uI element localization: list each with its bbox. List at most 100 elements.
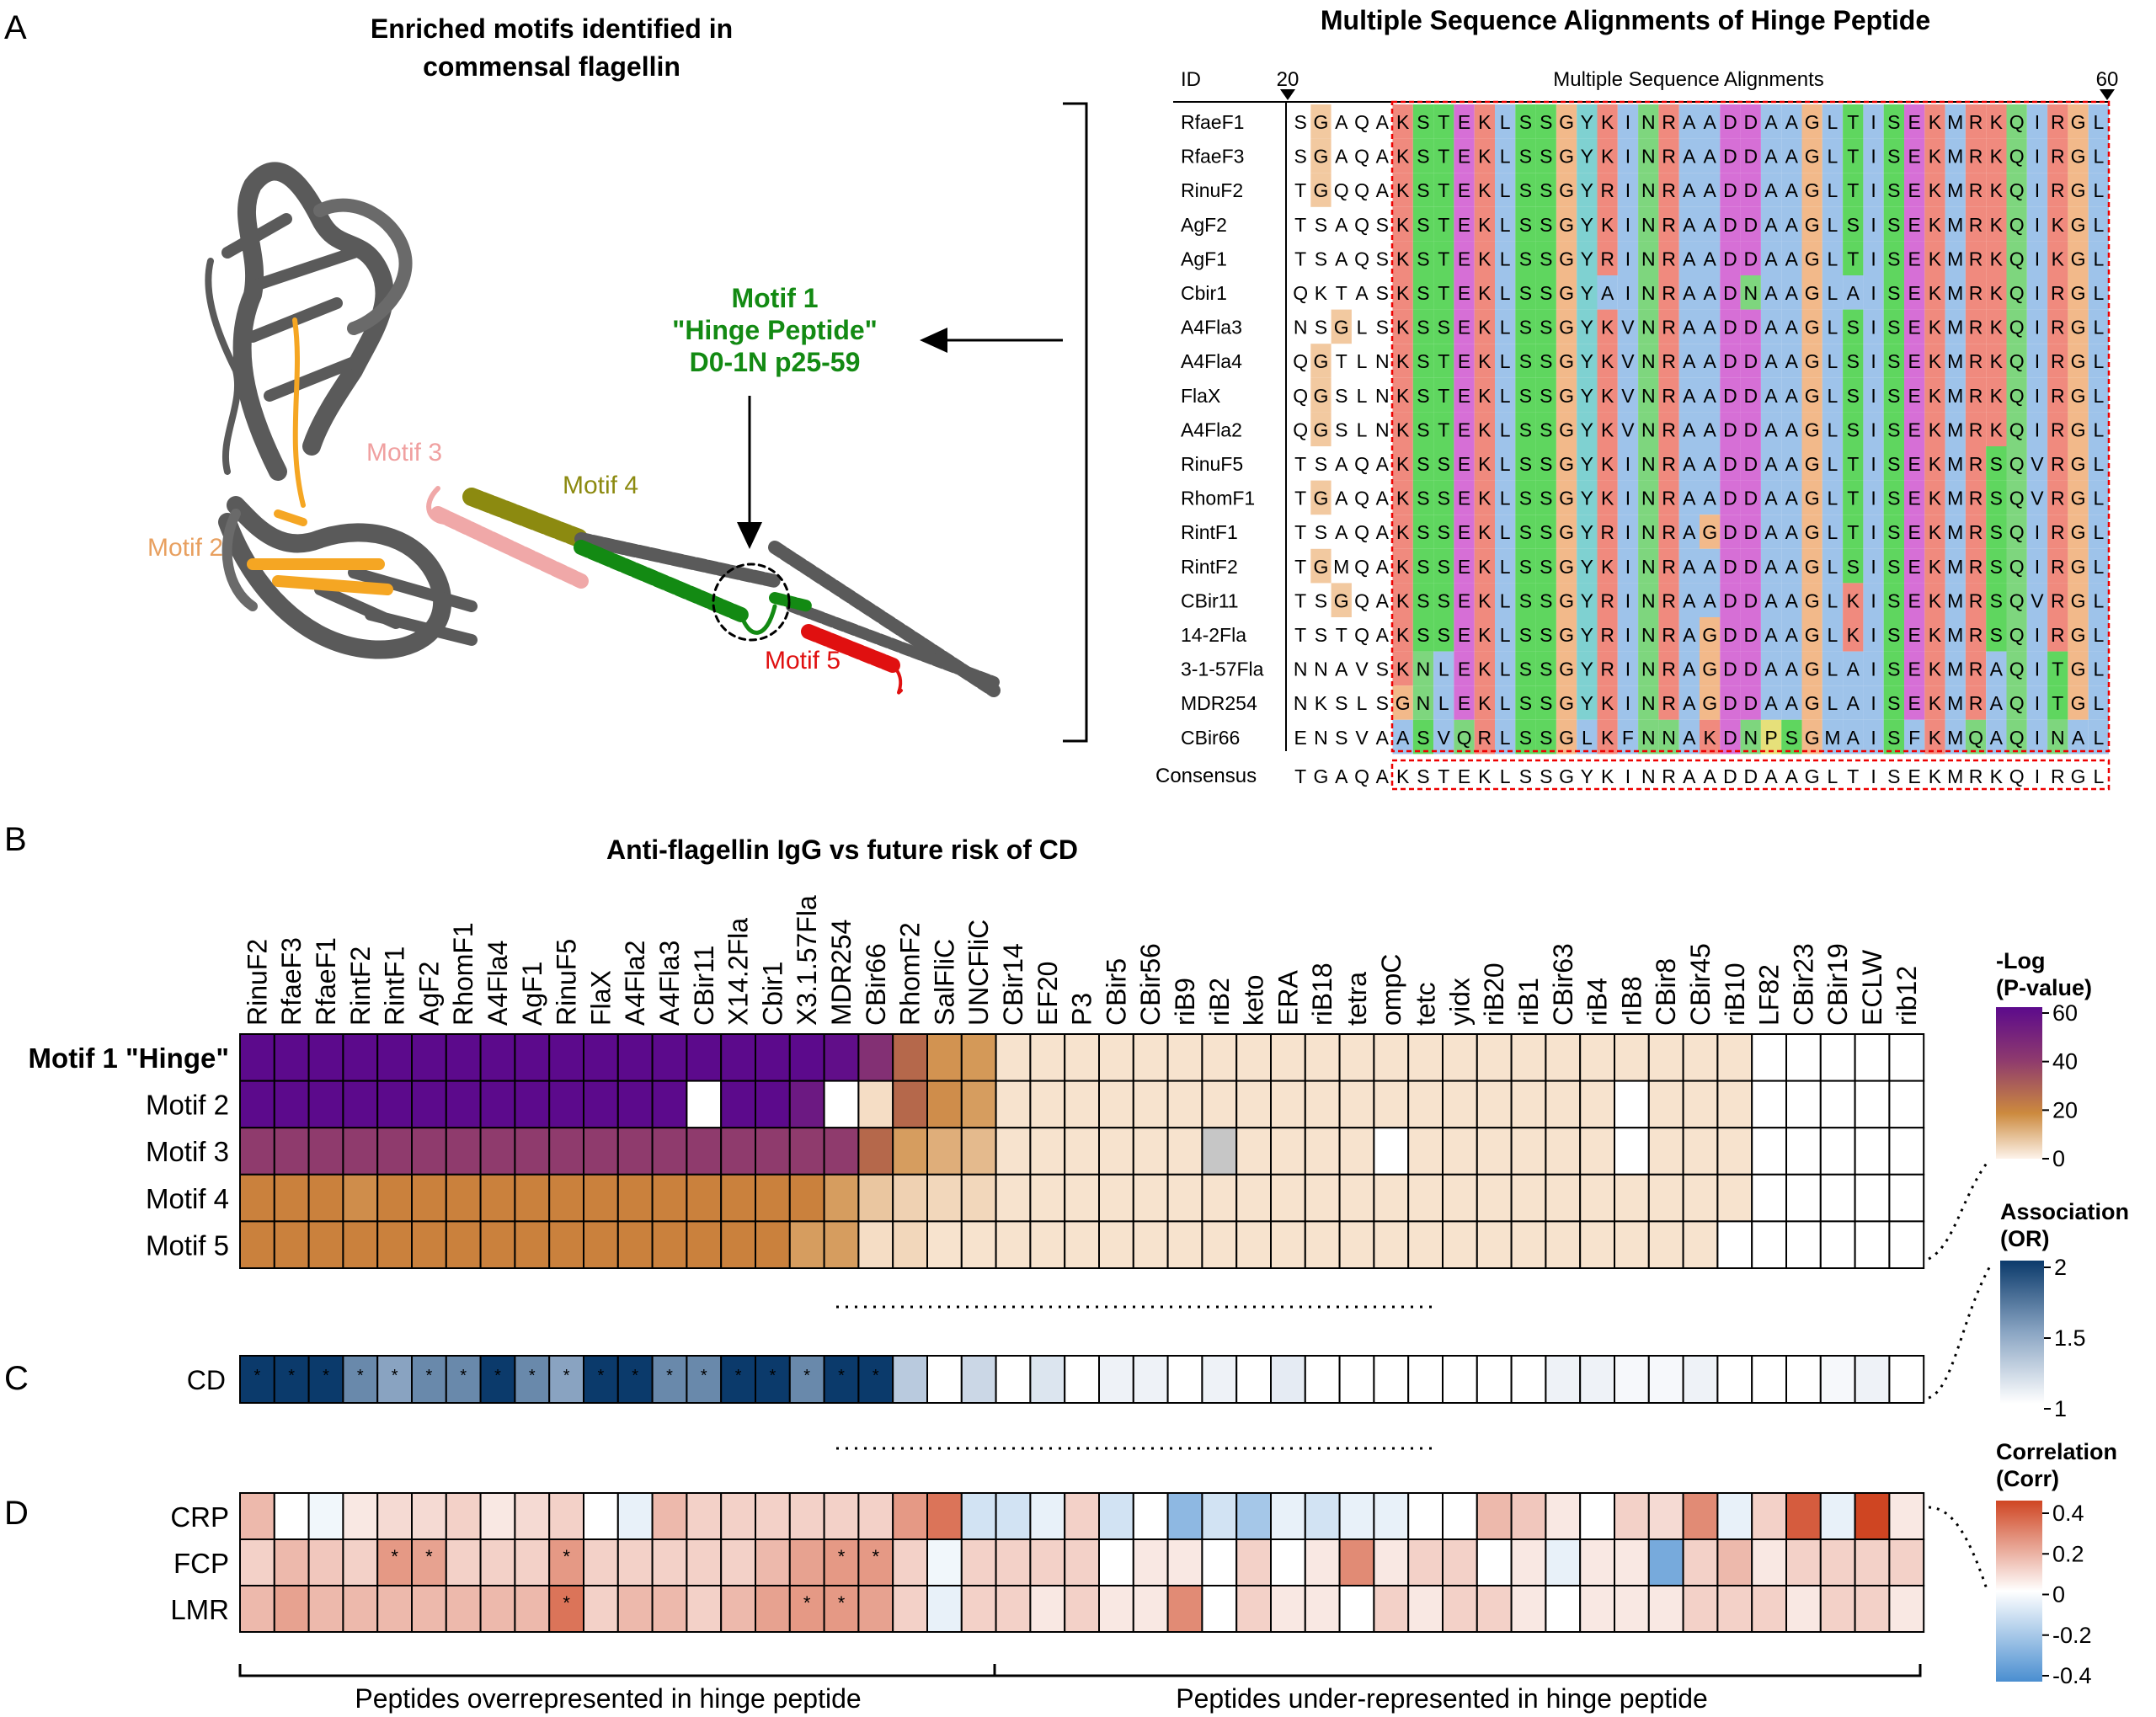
msa-residue-cell [1433,480,1454,515]
msa-residue-cell [1740,548,1761,584]
msa-residue: L [1828,624,1838,646]
msa-consensus-residue: A [1335,765,1348,787]
msa-residue-cell [1412,138,1434,173]
correlation-cell [376,1492,414,1540]
heatmap-cell [1545,1080,1582,1129]
msa-residue: R [1662,419,1676,440]
msa-residue-cell [2047,515,2068,549]
msa-residue: K [1478,282,1492,304]
msa-residue-cell [1515,241,1536,275]
msa-residue: K [1396,556,1410,578]
msa-residue: D [1743,111,1758,133]
msa-residue: R [2051,111,2065,133]
heatmap-cell [1716,1127,1753,1176]
msa-residue: A [1764,248,1778,269]
correlation-cell [1888,1538,1925,1586]
msa-residue: G [2071,179,2086,201]
msa-residue-cell [1310,548,1331,584]
significance-star: * [803,1367,810,1385]
msa-residue-cell [1678,719,1700,755]
msa-residue: M [1947,282,1963,304]
msa-residue-cell [1965,377,1987,413]
msa-residue-cell [2026,275,2048,310]
msa-residue: K [1601,453,1614,475]
msa-residue-cell [1945,344,1966,378]
msa-residue-cell [1617,446,1639,481]
msa-consensus-residue: D [1723,765,1737,787]
msa-residue-cell [1843,480,1864,515]
msa-residue: G [1559,556,1574,578]
msa-residue-cell [1760,377,1782,413]
msa-residue: S [1887,179,1900,201]
heatmap-cell [1854,1080,1891,1129]
msa-residue-cell [1474,685,1495,720]
msa-residue-cell [1454,309,1475,344]
msa-residue: D [1723,556,1737,578]
correlation-cell [1166,1538,1203,1586]
heatmap-cell [1682,1220,1719,1270]
heatmap-column-label: keto [1239,975,1269,1026]
heatmap-cell [1166,1220,1203,1270]
heatmap-cell [1819,1080,1856,1129]
heatmap-cell [1338,1173,1375,1223]
heatmap-cell [342,1220,379,1270]
msa-residue-cell [1740,206,1761,242]
msa-residue: A [1376,589,1390,611]
msa-residue-cell [1700,241,1721,275]
msa-residue-cell [1740,651,1761,686]
msa-residue: D [1723,727,1737,749]
msa-residue-cell [1597,309,1618,344]
heatmap-cell [1785,1127,1822,1176]
msa-residue: K [1396,453,1410,475]
msa-residue-cell [1781,241,1802,275]
correlation-cell [514,1492,551,1540]
msa-residue-cell [1781,138,1802,173]
msa-residue-cell [2068,651,2089,686]
correlation-cell [995,1492,1032,1540]
msa-residue: S [1540,248,1552,269]
msa-residue: A [1764,692,1778,714]
heatmap-column-label: MDR254 [826,920,857,1026]
msa-residue: S [1376,317,1389,339]
heatmap-cell [1545,1033,1582,1082]
msa-residue-cell [2006,309,2027,344]
msa-residue: S [1438,453,1450,475]
msa-residue: N [1641,350,1656,372]
motif3-helix [430,506,589,589]
msa-residue-cell [1863,173,1884,207]
heatmap-column-label: Cbir1 [757,962,787,1026]
msa-residue: I [2035,692,2040,714]
msa-residue-cell [1843,446,1864,481]
msa-residue-cell [2088,515,2109,549]
heatmap-cell [1132,1127,1169,1176]
msa-residue: K [1929,111,1942,133]
msa-residue-cell [1515,138,1536,173]
msa-residue: R [1662,248,1676,269]
msa-residue: A [1703,589,1716,611]
correlation-cell [1235,1585,1272,1633]
msa-residue: N [1417,659,1431,680]
heatmap-cell [307,1127,344,1176]
msa-residue-cell [1658,583,1679,617]
msa-residue-cell [1678,206,1700,242]
msa-residue: L [1828,317,1838,339]
msa-residue: L [1500,419,1511,440]
msa-residue: S [1887,453,1900,475]
msa-consensus-residue: K [1396,765,1410,787]
msa-residue-cell [1617,138,1639,173]
msa-residue-cell [1577,138,1598,173]
msa-residue-cell [2068,104,2089,139]
msa-residue-cell [1392,173,1413,207]
msa-residue-cell [1474,275,1495,310]
correlation-cell [1064,1585,1100,1633]
msa-residue: M [1947,419,1963,440]
msa-residue: K [1929,179,1942,201]
msa-residue-cell [2068,480,2089,515]
msa-residue: S [1887,111,1900,133]
msa-residue: S [1847,385,1860,407]
heatmap-cell [960,1173,997,1223]
heatmap-column-label: P3 [1067,993,1097,1026]
msa-residue: E [1908,419,1920,440]
msa-residue-cell [1515,173,1536,207]
